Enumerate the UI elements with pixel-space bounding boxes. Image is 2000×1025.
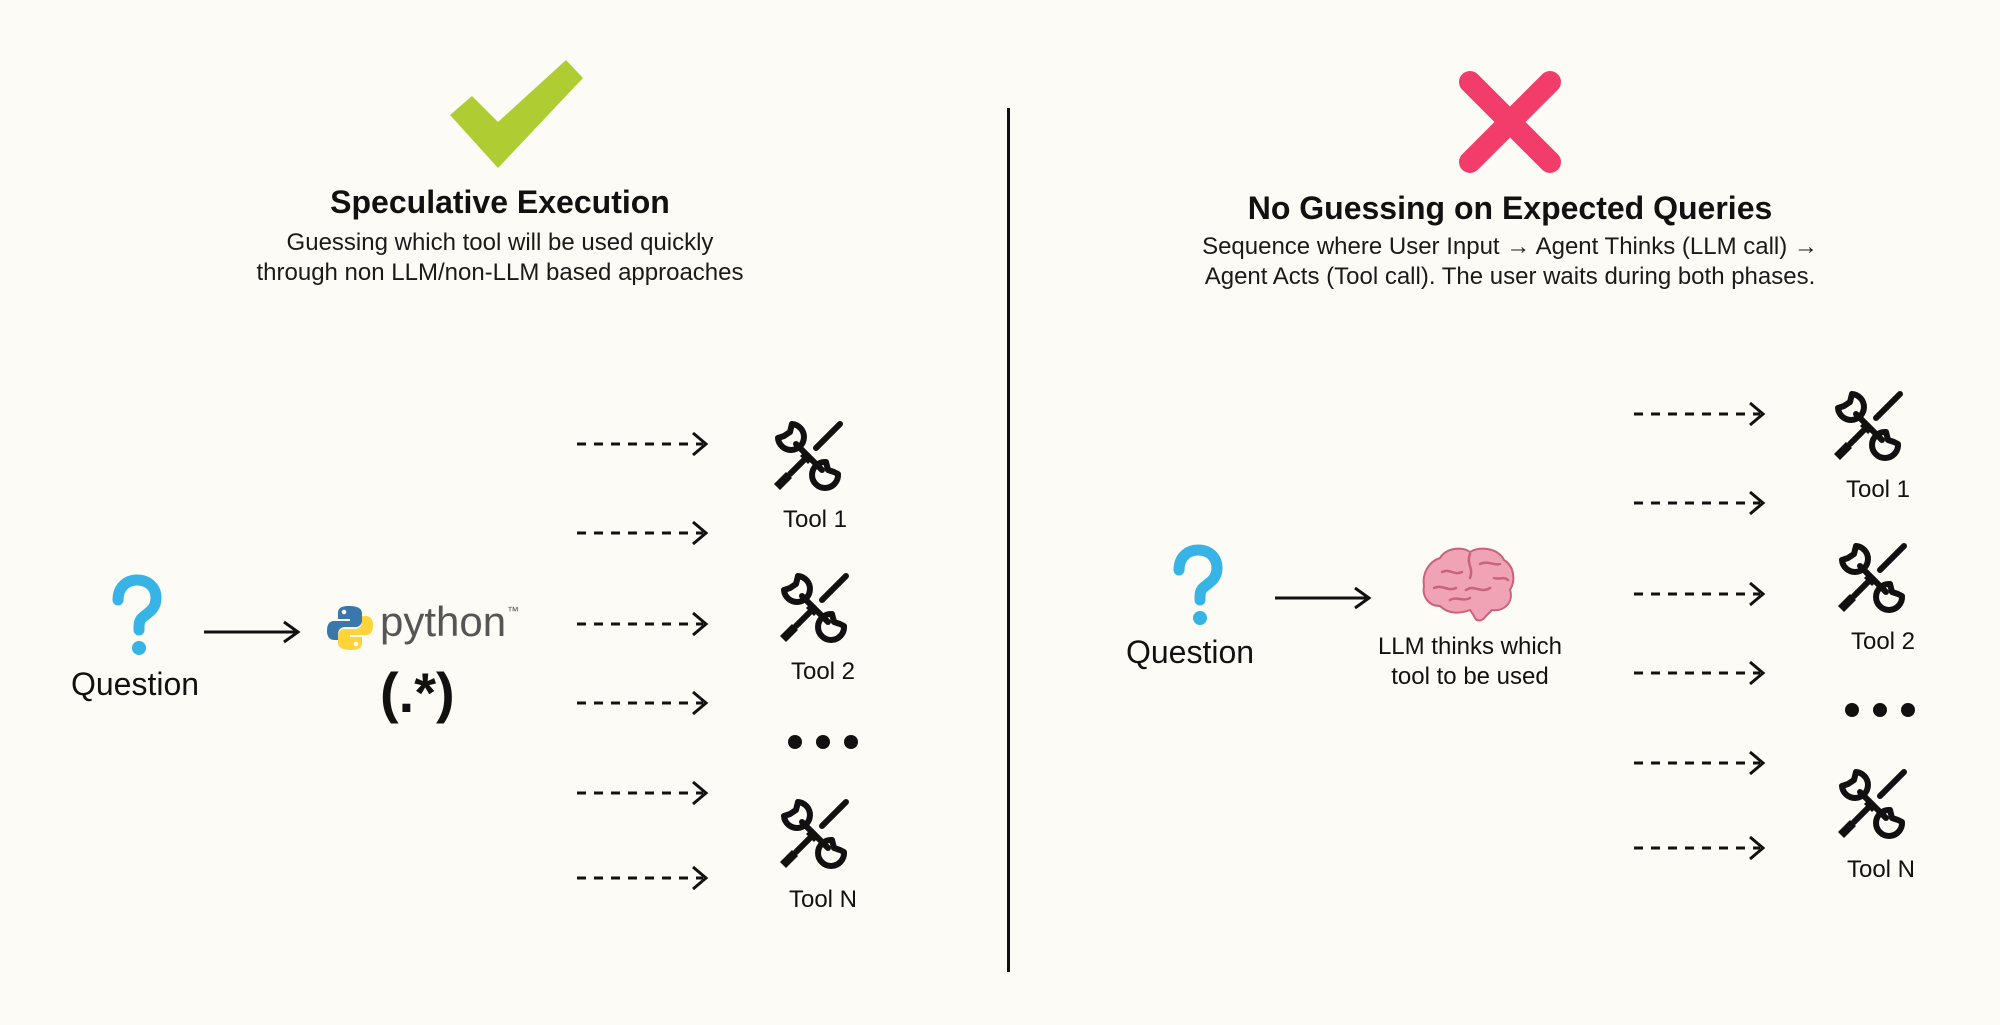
left-subtitle-line-2: through non LLM/non-LLM based approaches [256, 259, 744, 286]
right-tool-2-label: Tool 2 [1850, 628, 1916, 655]
dashed-arrow [1634, 660, 1766, 686]
dashed-arrow [1634, 835, 1766, 861]
tool-1-icon [1834, 391, 1903, 461]
brain-caption-line-1: LLM thinks which [1377, 633, 1563, 660]
brain-icon [1422, 547, 1515, 622]
panel-divider [1007, 108, 1010, 972]
left-subtitle-line-1: Guessing which tool will be used quickly [286, 229, 714, 256]
tool-2-icon [780, 573, 849, 643]
tool-n-icon [1838, 769, 1907, 839]
left-tool-1-label: Tool 1 [782, 506, 848, 533]
brain-caption-line-2: tool to be used [1391, 663, 1549, 690]
question-mark-icon [1173, 544, 1223, 625]
dashed-arrow [577, 520, 709, 546]
left-tool-n-label: Tool N [788, 886, 858, 913]
dashed-arrow [1634, 581, 1766, 607]
right-subtitle: Sequence where User Input → Agent Thinks… [1140, 232, 1880, 292]
ellipsis-icon [788, 735, 858, 749]
python-trademark: ™ [507, 604, 519, 618]
dashed-arrow [577, 865, 709, 891]
left-dashed-arrows [577, 431, 709, 891]
dashed-arrow [1634, 750, 1766, 776]
left-question-label: Question [70, 666, 200, 702]
tool-2-icon [1838, 543, 1907, 613]
dashed-arrow [1634, 401, 1766, 427]
tool-1-icon [774, 421, 843, 491]
right-subtitle-line-1: Sequence where User Input → Agent Thinks… [1202, 233, 1818, 260]
left-tool-2-label: Tool 2 [790, 658, 856, 685]
tool-n-icon [780, 799, 849, 869]
ellipsis-icon [1845, 703, 1915, 717]
right-subtitle-line-2: Agent Acts (Tool call). The user waits d… [1204, 263, 1816, 290]
question-mark-icon [112, 574, 162, 655]
regex-symbol: (.*) [380, 661, 455, 724]
right-tool-1-label: Tool 1 [1845, 476, 1911, 503]
dashed-arrow [1634, 490, 1766, 516]
left-arrow-to-python [204, 620, 301, 644]
right-question-label: Question [1125, 634, 1255, 670]
dashed-arrow [577, 431, 709, 457]
dashed-arrow [577, 611, 709, 637]
left-subtitle: Guessing which tool will be used quickly… [180, 228, 820, 288]
brain-caption: LLM thinks which tool to be used [1340, 632, 1600, 692]
dashed-arrow [577, 780, 709, 806]
left-title: Speculative Execution [330, 184, 670, 220]
dashed-arrow [577, 690, 709, 716]
python-wordmark: python [380, 598, 507, 645]
cross-icon [1459, 71, 1561, 173]
right-arrow-to-brain [1275, 586, 1372, 610]
right-tool-n-label: Tool N [1846, 856, 1916, 883]
checkmark-icon [450, 60, 583, 168]
right-title: No Guessing on Expected Queries [1247, 190, 1773, 226]
right-dashed-arrows [1634, 401, 1766, 861]
python-logo-icon [327, 606, 373, 650]
